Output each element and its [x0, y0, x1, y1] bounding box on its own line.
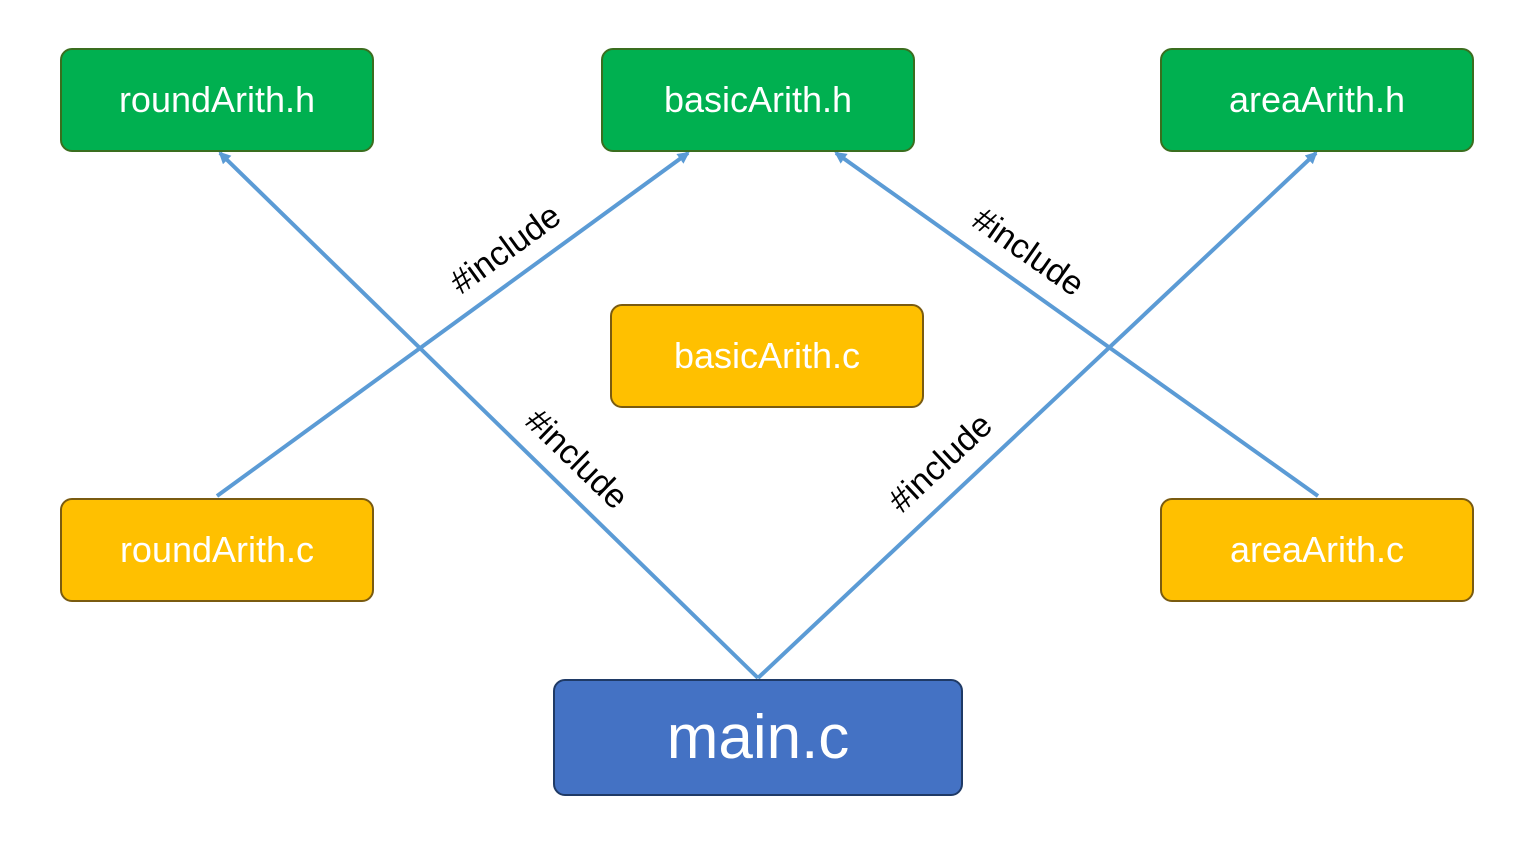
edge-label-include: #include — [881, 406, 1000, 520]
node-areaarith-c: areaArith.c — [1160, 498, 1474, 602]
edge-main-c-to-areaarith-h — [756, 151, 1318, 680]
edge-areaarith-c-to-basicarith-h — [834, 151, 1320, 498]
node-areaarith-h: areaArith.h — [1160, 48, 1474, 152]
edge-main-c-to-roundarith-h — [218, 151, 760, 680]
node-basicarith-h: basicArith.h — [601, 48, 915, 152]
node-main-c: main.c — [553, 679, 963, 796]
node-basicarith-c: basicArith.c — [610, 304, 924, 408]
edge-roundarith-c-to-basicarith-h — [215, 151, 690, 498]
node-roundarith-c: roundArith.c — [60, 498, 374, 602]
node-roundarith-h: roundArith.h — [60, 48, 374, 152]
